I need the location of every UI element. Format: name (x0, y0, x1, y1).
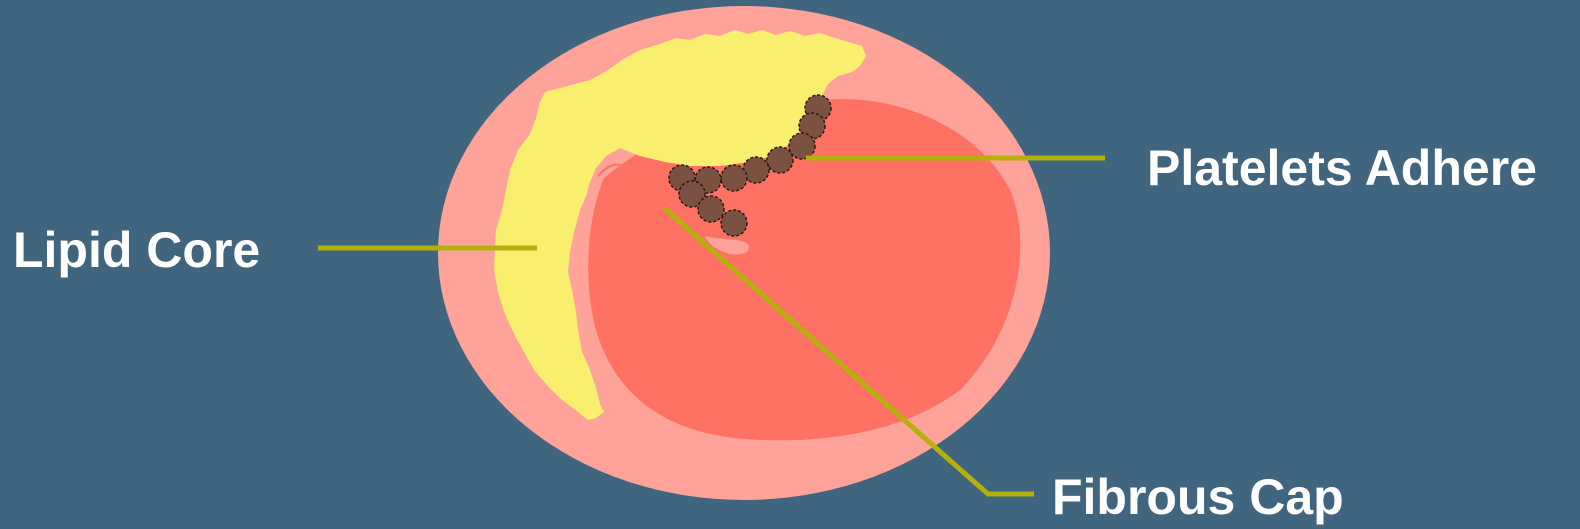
platelets-adhere-label: Platelets Adhere (1147, 143, 1537, 193)
platelet (789, 133, 815, 159)
lipid-core-label: Lipid Core (13, 225, 260, 275)
platelet (767, 147, 793, 173)
fibrous-cap-label: Fibrous Cap (1052, 472, 1344, 522)
platelet (698, 196, 724, 222)
platelet (721, 210, 747, 236)
platelet (721, 165, 747, 191)
